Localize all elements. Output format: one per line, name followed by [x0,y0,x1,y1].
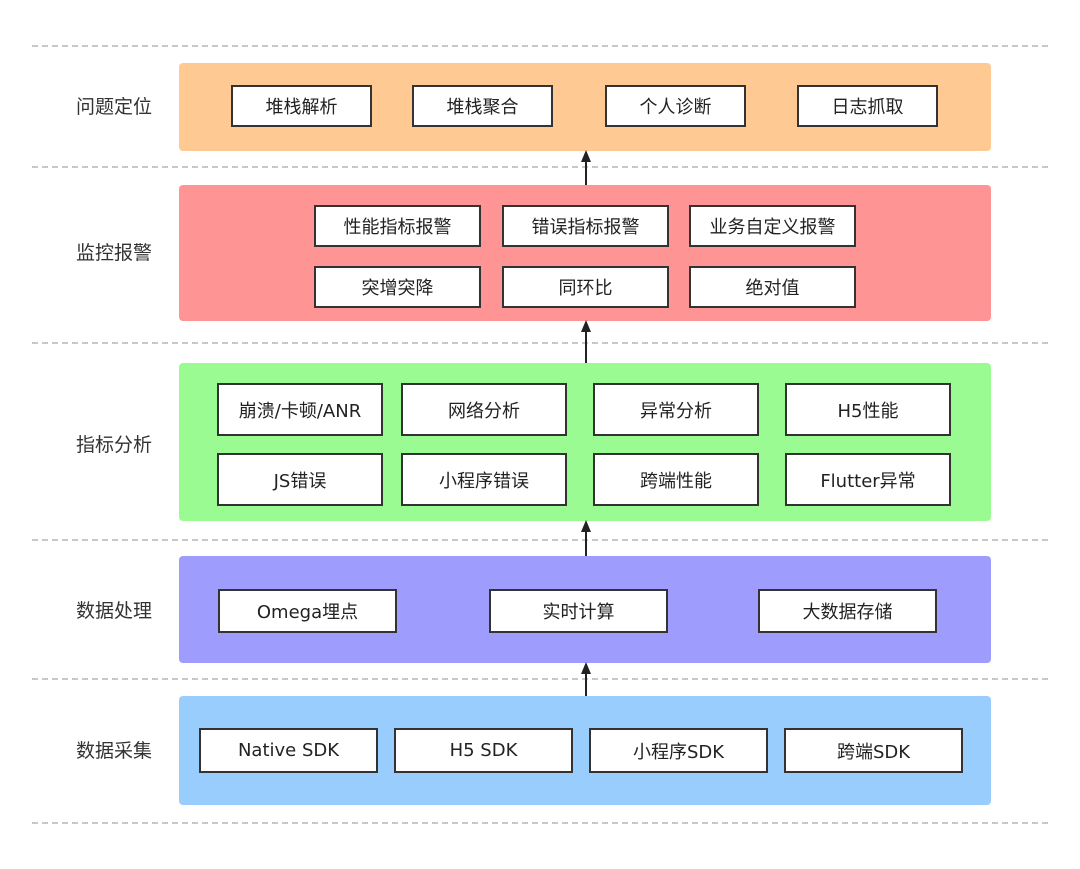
separator-line [32,678,1048,680]
box-error-alert: 错误指标报警 [502,205,669,247]
box-stack-parse: 堆栈解析 [231,85,372,127]
box-custom-alert: 业务自定义报警 [689,205,856,247]
arrow-up-icon [580,662,592,696]
separator-line [32,45,1048,47]
box-crossplatform-performance: 跨端性能 [593,453,759,506]
box-h5-performance: H5性能 [785,383,951,436]
separator-line [32,822,1048,824]
arrow-up-icon [580,150,592,185]
separator-line [32,539,1048,541]
layer-label-metrics: 指标分析 [76,434,153,456]
box-surge-drop: 突增突降 [314,266,481,308]
layer-alert: 性能指标报警 错误指标报警 业务自定义报警 突增突降 同环比 绝对值 [179,185,991,321]
layer-label-problem: 问题定位 [76,96,153,118]
arrow-up-icon [580,320,592,363]
box-bigdata-storage: 大数据存储 [758,589,937,633]
box-personal-diagnosis: 个人诊断 [605,85,746,127]
layer-label-processing: 数据处理 [76,600,153,622]
arrow-up-icon [580,520,592,556]
box-exception-analysis: 异常分析 [593,383,759,436]
layer-metrics: 崩溃/卡顿/ANR 网络分析 异常分析 H5性能 JS错误 小程序错误 跨端性能… [179,363,991,521]
box-flutter-exception: Flutter异常 [785,453,951,506]
box-stack-aggregate: 堆栈聚合 [412,85,553,127]
layer-processing: Omega埋点 实时计算 大数据存储 [179,556,991,663]
box-miniprogram-error: 小程序错误 [401,453,567,506]
layer-label-collection: 数据采集 [76,740,153,762]
box-realtime-compute: 实时计算 [489,589,668,633]
box-h5-sdk: H5 SDK [394,728,573,773]
box-log-capture: 日志抓取 [797,85,938,127]
box-period-compare: 同环比 [502,266,669,308]
separator-line [32,342,1048,344]
box-js-error: JS错误 [217,453,383,506]
box-miniprogram-sdk: 小程序SDK [589,728,768,773]
box-crossplatform-sdk: 跨端SDK [784,728,963,773]
box-network-analysis: 网络分析 [401,383,567,436]
box-crash-anr: 崩溃/卡顿/ANR [217,383,383,436]
separator-line [32,166,1048,168]
box-performance-alert: 性能指标报警 [314,205,481,247]
layer-problem: 堆栈解析 堆栈聚合 个人诊断 日志抓取 [179,63,991,151]
box-omega-tracking: Omega埋点 [218,589,397,633]
box-native-sdk: Native SDK [199,728,378,773]
box-absolute-value: 绝对值 [689,266,856,308]
layer-label-alert: 监控报警 [76,242,153,264]
layer-collection: Native SDK H5 SDK 小程序SDK 跨端SDK [179,696,991,805]
